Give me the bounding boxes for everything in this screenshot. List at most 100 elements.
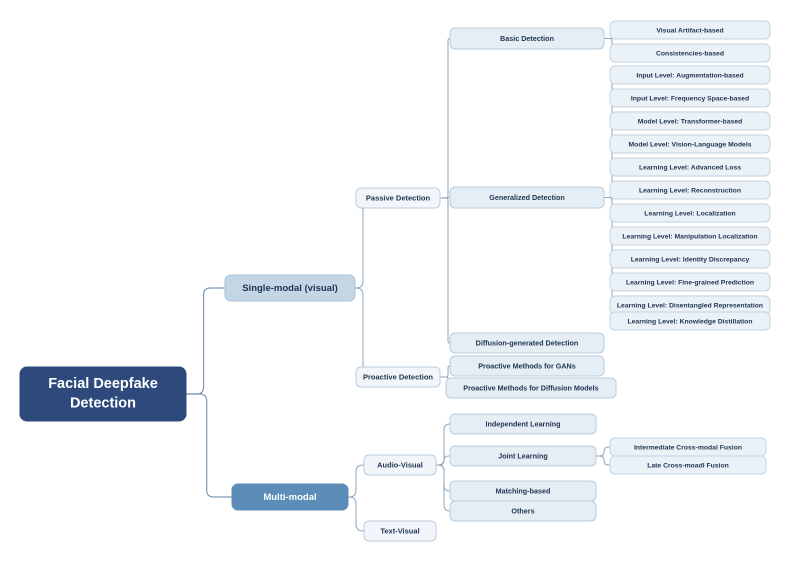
node-background <box>224 274 356 302</box>
node-audio-visual[interactable]: Audio-Visual <box>363 454 437 476</box>
node-independent-learning[interactable]: Independent Learning <box>449 413 597 435</box>
node-background <box>609 226 771 246</box>
connector-root-to-single <box>186 287 225 395</box>
node-input-level-augmentation-based[interactable]: Input Level: Augmentation-based <box>609 65 771 85</box>
node-background <box>609 311 771 331</box>
node-background <box>445 377 617 399</box>
node-label: Basic Detection <box>500 34 554 43</box>
node-background <box>231 483 349 511</box>
node-consistencies-based[interactable]: Consistencies-based <box>609 43 771 63</box>
node-background <box>609 65 771 85</box>
node-background <box>355 366 441 388</box>
node-background <box>609 111 771 131</box>
node-label: Learning Level: Manipulation Localizatio… <box>622 233 757 240</box>
node-background <box>449 413 597 435</box>
node-background <box>449 186 605 209</box>
node-label: Learning Level: Disentangled Representat… <box>617 302 763 309</box>
node-others[interactable]: Others <box>449 500 597 522</box>
connector-multi-to-audiovisual <box>348 464 364 498</box>
node-learning-level-advanced-loss[interactable]: Learning Level: Advanced Loss <box>609 157 771 177</box>
node-label: Matching-based <box>496 486 551 495</box>
node-label-line: Facial Deepfake <box>48 376 158 392</box>
node-background <box>609 88 771 108</box>
node-background <box>449 445 597 467</box>
node-learning-level-manipulation-localization[interactable]: Learning Level: Manipulation Localizatio… <box>609 226 771 246</box>
node-late-cross-moadl-fusion[interactable]: Late Cross-moadl Fusion <box>609 455 767 475</box>
node-label: Proactive Detection <box>363 372 433 381</box>
node-label: Visual Artifact-based <box>656 27 723 34</box>
node-label: Model Level: Transformer-based <box>638 118 743 125</box>
node-background <box>449 355 605 377</box>
node-learning-level-localization[interactable]: Learning Level: Localization <box>609 203 771 223</box>
node-background <box>609 249 771 269</box>
node-label: Learning Level: Reconstruction <box>639 187 741 194</box>
node-label: Input Level: Augmentation-based <box>636 72 743 79</box>
node-label: Single-modal (visual) <box>242 283 338 294</box>
connector-jointlearn-to-interfusion <box>596 446 610 457</box>
node-label: Passive Detection <box>366 193 431 202</box>
node-generalized-detection[interactable]: Generalized Detection <box>449 186 605 209</box>
node-background <box>449 27 605 50</box>
node-label: Late Cross-moadl Fusion <box>647 462 729 469</box>
connector-audiovisual-to-jointlearn <box>436 455 450 466</box>
node-label: Learning Level: Fine-grained Prediction <box>626 279 754 286</box>
node-label: Input Level: Frequency Space-based <box>631 95 749 102</box>
node-background <box>609 43 771 63</box>
node-multi-modal[interactable]: Multi-modal <box>231 483 349 511</box>
node-model-level-vision-language-models[interactable]: Model Level: Vision-Language Models <box>609 134 771 154</box>
node-background <box>609 20 771 40</box>
node-label: Text-Visual <box>380 526 419 535</box>
connector-audiovisual-to-indlearn <box>436 423 451 466</box>
node-single-modal-visual[interactable]: Single-modal (visual) <box>224 274 356 302</box>
connector-passive-to-diffgen <box>440 197 451 344</box>
node-text-visual[interactable]: Text-Visual <box>363 520 437 542</box>
node-label: Learning Level: Identity Discrepancy <box>631 256 750 263</box>
node-background <box>363 454 437 476</box>
connector-multi-to-textvisual <box>348 496 364 532</box>
node-label: Generalized Detection <box>489 193 565 202</box>
connector-audiovisual-to-matching <box>436 464 451 492</box>
node-learning-level-disentangled-representation[interactable]: Learning Level: Disentangled Representat… <box>609 295 771 315</box>
node-label: Audio-Visual <box>377 460 423 469</box>
connector-single-to-passive <box>355 197 371 289</box>
node-background <box>355 187 441 209</box>
node-label: Independent Learning <box>485 419 560 428</box>
node-background <box>449 332 605 354</box>
node-label: Learning Level: Localization <box>644 210 735 217</box>
node-intermediate-cross-modal-fusion[interactable]: Intermediate Cross-modal Fusion <box>609 437 767 457</box>
node-background <box>609 455 767 475</box>
node-label: Diffusion-generated Detection <box>476 338 579 347</box>
node-learning-level-fine-grained-prediction[interactable]: Learning Level: Fine-grained Prediction <box>609 272 771 292</box>
node-proactive-methods-for-diffusion-models[interactable]: Proactive Methods for Diffusion Models <box>445 377 617 399</box>
node-label: Multi-modal <box>263 492 316 503</box>
node-background <box>363 520 437 542</box>
node-learning-level-reconstruction[interactable]: Learning Level: Reconstruction <box>609 180 771 200</box>
node-label: Model Level: Vision-Language Models <box>629 141 752 148</box>
node-matching-based[interactable]: Matching-based <box>449 480 597 502</box>
node-label: Intermediate Cross-modal Fusion <box>634 444 742 451</box>
node-diffusion-generated-detection[interactable]: Diffusion-generated Detection <box>449 332 605 354</box>
connector-single-to-proactive <box>355 287 371 378</box>
node-background <box>19 366 187 422</box>
node-visual-artifact-based[interactable]: Visual Artifact-based <box>609 20 771 40</box>
node-input-level-frequency-space-based[interactable]: Input Level: Frequency Space-based <box>609 88 771 108</box>
node-basic-detection[interactable]: Basic Detection <box>449 27 605 50</box>
node-background <box>609 134 771 154</box>
node-learning-level-knowledge-distillation[interactable]: Learning Level: Knowledge Distillation <box>609 311 771 331</box>
node-proactive-detection[interactable]: Proactive Detection <box>355 366 441 388</box>
node-background <box>449 500 597 522</box>
node-passive-detection[interactable]: Passive Detection <box>355 187 441 209</box>
node-label: Learning Level: Advanced Loss <box>639 164 741 171</box>
connector-audiovisual-to-others <box>436 464 451 512</box>
node-model-level-transformer-based[interactable]: Model Level: Transformer-based <box>609 111 771 131</box>
connector-root-to-multi <box>186 393 232 498</box>
node-joint-learning[interactable]: Joint Learning <box>449 445 597 467</box>
node-learning-level-identity-discrepancy[interactable]: Learning Level: Identity Discrepancy <box>609 249 771 269</box>
connector-proactive-to-pmgan <box>440 365 451 378</box>
node-proactive-methods-for-gans[interactable]: Proactive Methods for GANs <box>449 355 605 377</box>
node-label: Consistencies-based <box>656 50 724 57</box>
connector-jointlearn-to-latefusion <box>596 455 610 466</box>
node-label: Proactive Methods for Diffusion Models <box>463 383 598 392</box>
